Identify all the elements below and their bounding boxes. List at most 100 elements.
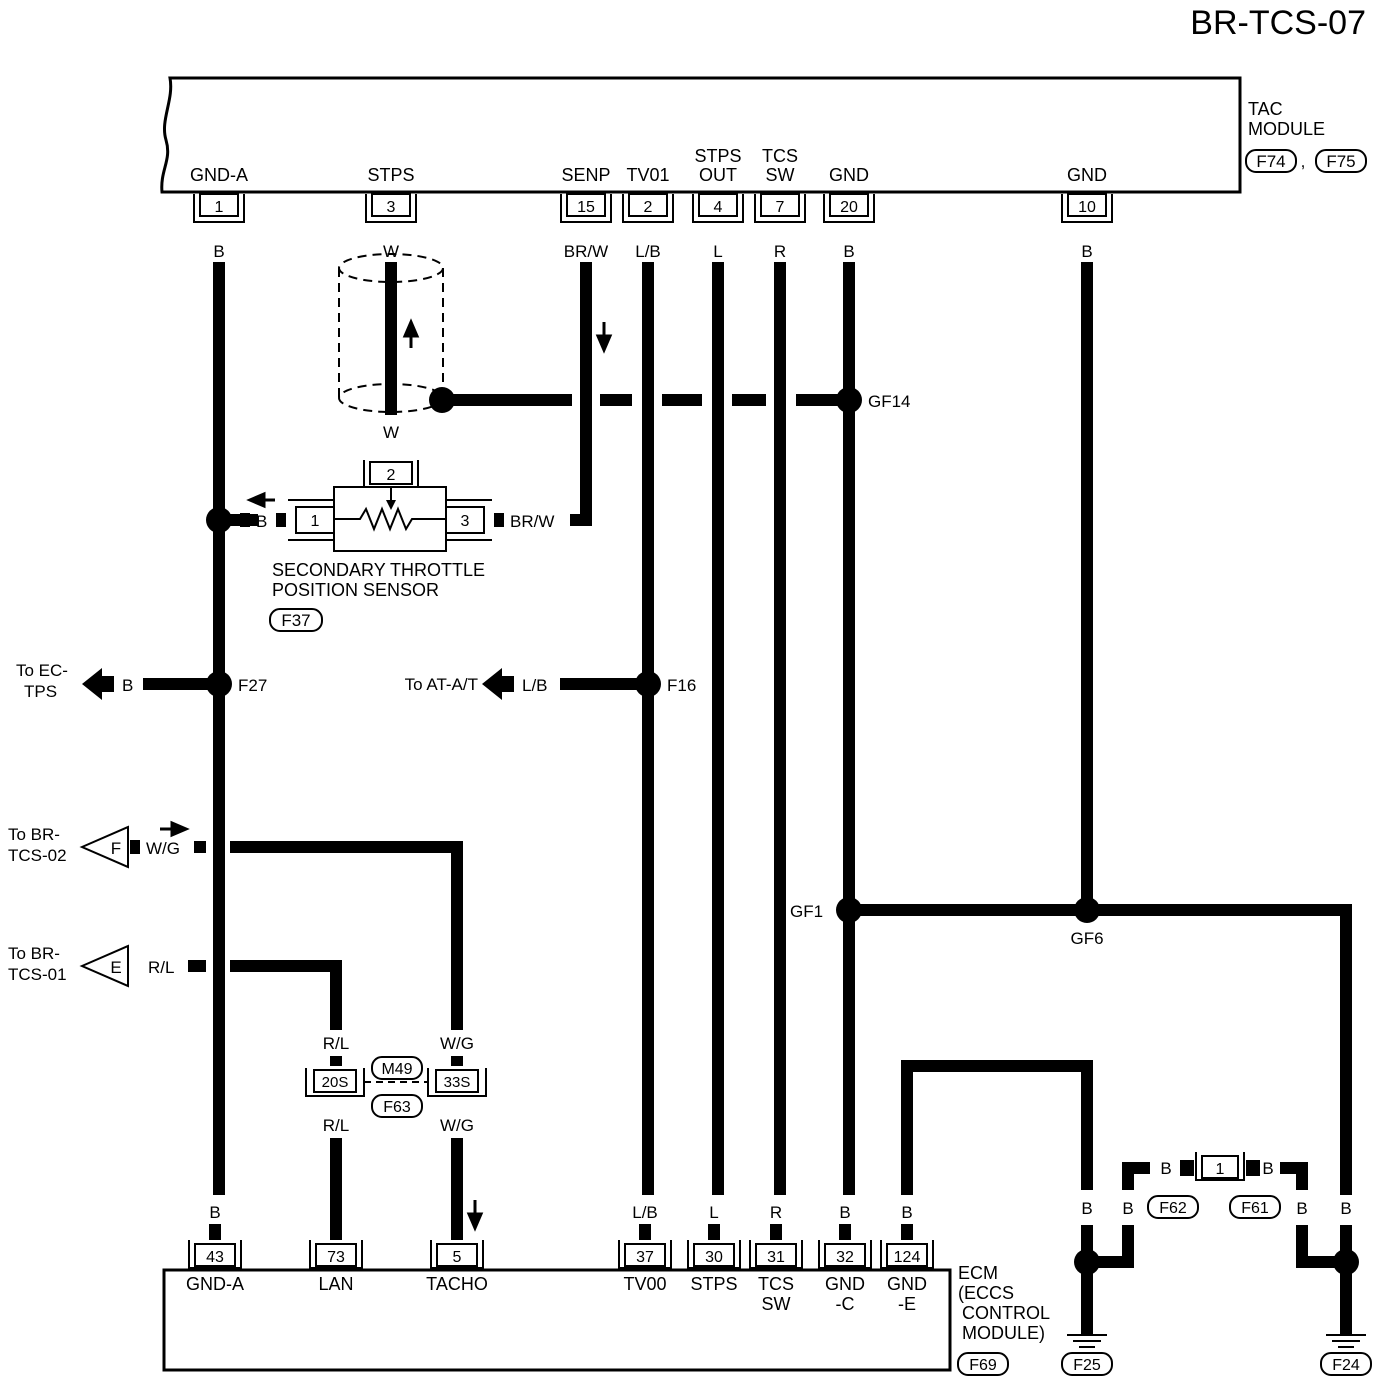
wire-color-label: W/G <box>146 839 180 858</box>
tac-pin-name: TV01 <box>626 165 669 185</box>
offpage-label: To BR- <box>8 825 60 844</box>
wire-color-label: B <box>843 242 854 261</box>
ecm-pin-name: -C <box>836 1294 855 1314</box>
tac-connector-a-label: F74 <box>1256 152 1285 171</box>
wire-color-label: BR/W <box>510 512 554 531</box>
ecm-label: CONTROL <box>962 1303 1050 1323</box>
ground-f25 <box>1061 1352 1113 1376</box>
tac-pin-number: 15 <box>577 199 595 216</box>
ecm-pin-number: 37 <box>636 1249 654 1266</box>
wire-color-label: R/L <box>323 1116 349 1135</box>
ground-connector-label: F62 <box>1159 1200 1187 1217</box>
wire-stub <box>276 513 286 527</box>
tac-pin-name: OUT <box>699 165 737 185</box>
sensor-label-1: SECONDARY THROTTLE <box>272 560 485 580</box>
ecm-pin-name: TV00 <box>623 1274 666 1294</box>
splice-f27 <box>206 671 232 697</box>
wire-color-label: B <box>1081 242 1092 261</box>
wire-color-label: L/B <box>632 1203 658 1222</box>
wire-color-label: B <box>901 1203 912 1222</box>
splice-gf1 <box>836 897 862 923</box>
tac-pin-number: 20 <box>840 199 858 216</box>
ecm-pin-number: 43 <box>206 1249 224 1266</box>
splice-label: GF6 <box>1070 929 1103 948</box>
tac-connector-b-label: F75 <box>1326 152 1355 171</box>
joint-connector-m49 <box>371 1056 423 1080</box>
ground-f24 <box>1320 1352 1372 1376</box>
wire-color-label: B <box>1122 1199 1133 1218</box>
ecm-label: (ECCS <box>958 1283 1014 1303</box>
splice-label: F27 <box>238 676 267 695</box>
tac-pin-number: 2 <box>644 199 653 216</box>
wire-color-label: B <box>1081 1199 1092 1218</box>
ecm-box <box>162 1268 952 1372</box>
wire-color-label: B <box>209 1203 220 1222</box>
splice-sensor-ground <box>206 507 232 533</box>
ecm-connector-label: F69 <box>969 1357 997 1374</box>
tac-pin-name: STPS <box>367 165 414 185</box>
ecm-pin-name: SW <box>762 1294 791 1314</box>
wire-color-label: L/B <box>635 242 661 261</box>
wires <box>209 1224 913 1240</box>
wire-color-label: L/B <box>522 676 548 695</box>
ground-label: F25 <box>1073 1357 1101 1374</box>
sensor-connector <box>269 608 323 632</box>
offpage-label: TCS-01 <box>8 965 67 984</box>
ground-icon <box>1326 1334 1366 1348</box>
wire-color-label: R <box>770 1203 782 1222</box>
tac-pin-number: 7 <box>776 199 785 216</box>
tac-pin-name: GND <box>829 165 869 185</box>
wire-color-label: B <box>256 512 267 531</box>
ecm-pin-number: 124 <box>894 1249 921 1266</box>
offpage-label: To EC- <box>16 661 68 680</box>
offpage-flag-icon <box>79 944 129 988</box>
tac-module-label-1: TAC <box>1248 99 1283 119</box>
wire-color-label: R/L <box>148 958 174 977</box>
wire-stub <box>130 840 140 854</box>
sensor-pin-number: 1 <box>311 513 320 530</box>
tac-pin-number: 3 <box>387 199 396 216</box>
wire-color-label: BR/W <box>564 242 608 261</box>
splice-f16 <box>635 671 661 697</box>
ecm-pin-number: 31 <box>767 1249 785 1266</box>
offpage-label: To AT-A/T <box>405 675 478 694</box>
ground-label: F24 <box>1332 1357 1360 1374</box>
tac-connector-a <box>1245 149 1297 173</box>
ecm-pin-name: GND <box>887 1274 927 1294</box>
splice-label: GF14 <box>868 392 911 411</box>
wire-color-label: W/G <box>440 1034 474 1053</box>
signal-arrow-icon <box>595 322 613 354</box>
signal-arrow-icon <box>402 318 420 348</box>
splice-gf14 <box>836 387 862 413</box>
tac-connector-sep: , <box>1301 152 1306 171</box>
tac-pin-name: TCS <box>762 146 798 166</box>
offpage-arrow-stem <box>100 676 114 692</box>
tac-pin-number: 10 <box>1078 199 1096 216</box>
ecm-connector <box>957 1352 1009 1376</box>
tac-pin-name: STPS <box>694 146 741 166</box>
ground-splice-f25 <box>1074 1249 1100 1275</box>
wire-stub <box>240 513 250 527</box>
wire-color-label: L <box>709 1203 718 1222</box>
ecm-label: MODULE) <box>962 1323 1045 1343</box>
wire-color-label: B <box>1296 1199 1307 1218</box>
ecm-pin-number: 5 <box>453 1249 462 1266</box>
splice-gf6 <box>1074 897 1100 923</box>
tac-connector-b <box>1315 149 1367 173</box>
splice-label: GF1 <box>790 902 823 921</box>
wire-color-label: W <box>383 242 399 261</box>
joint-pin-number: 33S <box>444 1074 471 1091</box>
signal-arrow-icon <box>246 491 275 509</box>
wire-color-label: L <box>713 242 722 261</box>
offpage-arrow-icon <box>82 668 102 700</box>
ecm-pin-name: LAN <box>318 1274 353 1294</box>
tac-pin-name: GND <box>1067 165 1107 185</box>
tac-pin-name: GND-A <box>190 165 248 185</box>
tac-module-box <box>160 76 1242 194</box>
joint-connector-body <box>305 1068 487 1097</box>
offpage-label: TPS <box>24 682 57 701</box>
splice-label: F16 <box>667 676 696 695</box>
ecm-pin-number: 30 <box>705 1249 723 1266</box>
ecm-pin-name: GND <box>825 1274 865 1294</box>
